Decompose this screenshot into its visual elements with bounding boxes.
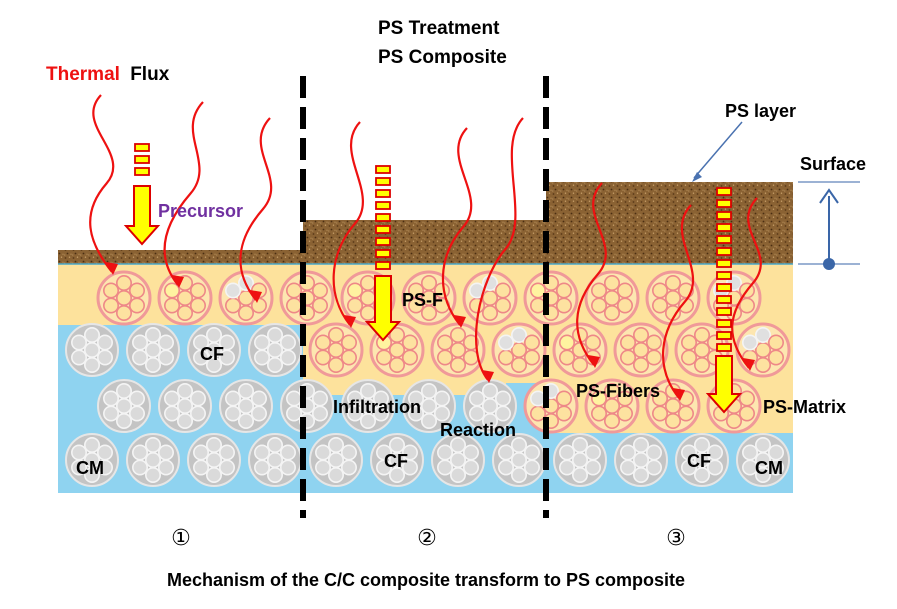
ps-f-label: PS-F xyxy=(402,290,443,310)
ps-fiber-bundle xyxy=(279,270,335,326)
stage-marker-3: ③ xyxy=(666,526,686,551)
surface-label: Surface xyxy=(800,154,866,174)
surface-axis xyxy=(798,181,860,270)
carbon-fiber-bundle xyxy=(126,323,180,377)
ps-fiber-bundle xyxy=(584,378,640,434)
ps-fiber-bundle xyxy=(491,322,547,378)
stage-marker-1: ① xyxy=(171,526,191,551)
ps-fiber-bundle xyxy=(157,270,213,326)
carbon-fiber-bundle xyxy=(97,379,151,433)
carbon-fiber-bundle xyxy=(370,433,424,487)
surface-layer-stage3 xyxy=(546,182,793,264)
ps-fiber-bundle xyxy=(735,322,791,378)
cm-label-right: CM xyxy=(755,458,783,478)
carbon-fiber-bundle xyxy=(187,323,241,377)
carbon-fiber-bundle xyxy=(309,433,363,487)
infiltration-label: Infiltration xyxy=(333,397,421,417)
precursor-arrows xyxy=(123,143,743,414)
thermal-flux-arrow xyxy=(475,117,524,383)
ps-fibers-label: PS-Fibers xyxy=(576,381,660,401)
cf-label-stage1: CF xyxy=(200,344,224,364)
ps-fiber-bundle xyxy=(218,270,274,326)
ps-fiber-bundle xyxy=(584,270,640,326)
thermal-flux-arrow xyxy=(731,197,762,371)
carbon-fiber-bundle xyxy=(492,433,546,487)
reaction-label: Reaction xyxy=(440,420,516,440)
cm-label-left: CM xyxy=(76,458,104,478)
ps-fiber-bundle xyxy=(523,270,579,326)
carbon-fiber-bundle xyxy=(553,433,607,487)
ps-fiber-bundle xyxy=(401,270,457,326)
carbon-fiber-bundle xyxy=(248,433,302,487)
surface-layer-stage1 xyxy=(58,250,303,264)
carbon-fiber-bundle xyxy=(675,433,729,487)
precursor-arrow xyxy=(705,187,743,414)
thermal-flux-arrow xyxy=(89,94,118,275)
ps-fiber-bundle xyxy=(552,322,608,378)
carbon-fiber-bundle xyxy=(463,379,517,433)
cf-label-stage3: CF xyxy=(687,451,711,471)
carbon-fiber-bundle xyxy=(402,379,456,433)
cf-label-stage2: CF xyxy=(384,451,408,471)
carbon-fiber-bundle xyxy=(65,433,119,487)
thermal-flux-arrow xyxy=(576,182,607,368)
thermal-flux-arrow xyxy=(661,204,695,401)
carbon-fiber-bundle xyxy=(219,379,273,433)
carbon-fiber-bundle xyxy=(158,379,212,433)
ps-fiber-bundle xyxy=(645,270,701,326)
precursor-label: Precursor xyxy=(158,201,243,221)
ps-layer-pointer-head xyxy=(692,172,702,182)
thermal-flux-arrow xyxy=(163,101,204,288)
carbon-fiber-bundle xyxy=(248,323,302,377)
caption: Mechanism of the C/C composite transform… xyxy=(167,570,685,590)
thermal-flux-arrow xyxy=(332,121,364,328)
stage-marker-2: ② xyxy=(417,526,437,551)
header-line1: PS Treatment xyxy=(378,18,500,39)
precursor-arrow xyxy=(123,143,161,246)
thermal-flux-arrows xyxy=(89,94,762,401)
carbon-fiber-bundle xyxy=(614,433,668,487)
thermal-flux-label: Thermal Flux xyxy=(46,64,170,85)
carbon-fiber-bundle xyxy=(431,433,485,487)
flux-word: Flux xyxy=(130,64,169,85)
ps-fiber-bundle xyxy=(613,322,669,378)
surface-origin-dot xyxy=(823,258,835,270)
ps-fiber-bundle xyxy=(645,378,701,434)
header-line2: PS Composite xyxy=(378,47,507,68)
carbon-fiber-bundle xyxy=(187,433,241,487)
ps-fiber-bundle xyxy=(308,322,364,378)
thermal-flux-arrow xyxy=(239,117,273,303)
ps-layer-pointer xyxy=(693,121,743,179)
ps-layer-label: PS layer xyxy=(725,101,796,121)
thermal-word: Thermal xyxy=(46,64,120,85)
carbon-fiber-bundle xyxy=(65,323,119,377)
ps-fiber-bundle xyxy=(430,322,486,378)
thermal-flux-arrow xyxy=(441,127,473,328)
carbon-fiber-bundle xyxy=(341,379,395,433)
ps-matrix-label: PS-Matrix xyxy=(763,397,846,417)
ps-fiber-bundle xyxy=(523,378,579,434)
carbon-fiber-bundle xyxy=(280,379,334,433)
ps-fiber-bundle xyxy=(462,270,518,326)
ps-fiber-bundle xyxy=(96,270,152,326)
carbon-fiber-bundle xyxy=(126,433,180,487)
precursor-arrow xyxy=(364,165,402,342)
carbon-fiber-bundle xyxy=(736,433,790,487)
